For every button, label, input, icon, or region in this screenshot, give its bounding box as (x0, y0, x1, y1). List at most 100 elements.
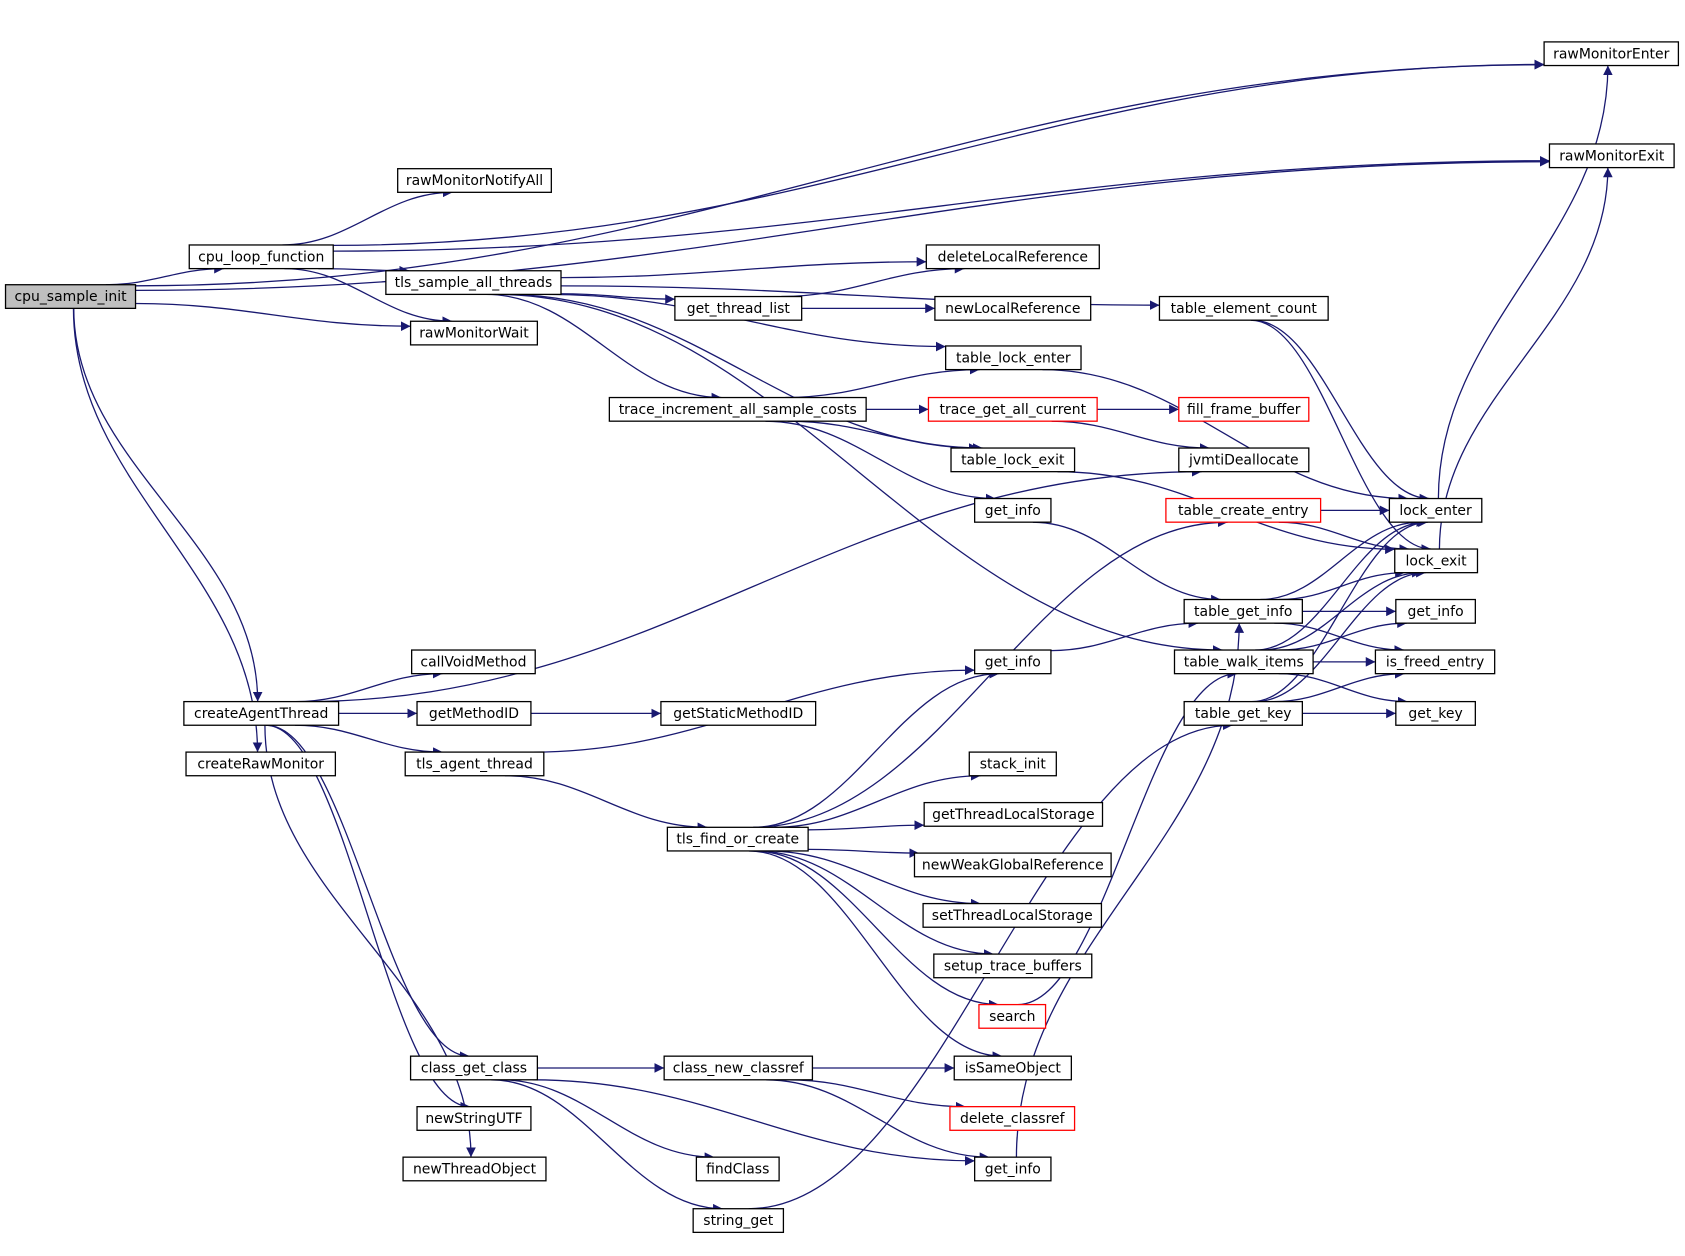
node-trace_increment_all_sample_costs[interactable]: trace_increment_all_sample_costs (608, 396, 867, 422)
node-cpu_sample_init[interactable]: cpu_sample_init (4, 284, 137, 310)
node-box[interactable] (1158, 295, 1329, 321)
node-rawMonitorWait[interactable]: rawMonitorWait (409, 320, 539, 346)
node-box[interactable] (692, 1208, 785, 1234)
node-fill_frame_buffer[interactable]: fill_frame_buffer (1178, 396, 1310, 422)
node-box[interactable] (411, 649, 536, 675)
node-box[interactable] (978, 1003, 1047, 1029)
node-stack_init[interactable]: stack_init (968, 751, 1057, 777)
node-box[interactable] (1543, 41, 1680, 67)
node-box[interactable] (1374, 649, 1496, 675)
node-newStringUTF[interactable]: newStringUTF (416, 1106, 532, 1131)
node-get_info_2[interactable]: get_info (974, 649, 1052, 675)
node-box[interactable] (925, 244, 1100, 270)
node-box[interactable] (934, 295, 1092, 321)
node-getMethodID[interactable]: getMethodID (416, 700, 532, 726)
node-rawMonitorNotifyAll[interactable]: rawMonitorNotifyAll (397, 168, 552, 193)
node-trace_get_all_current[interactable]: trace_get_all_current (927, 396, 1098, 422)
node-getStaticMethodID[interactable]: getStaticMethodID (660, 700, 817, 726)
node-box[interactable] (1178, 447, 1310, 473)
node-table_lock_exit[interactable]: table_lock_exit (950, 447, 1076, 473)
node-setThreadLocalStorage[interactable]: setThreadLocalStorage (922, 902, 1103, 928)
node-box[interactable] (922, 902, 1103, 928)
node-class_new_classref[interactable]: class_new_classref (663, 1055, 814, 1081)
node-box[interactable] (385, 270, 562, 296)
node-table_get_key[interactable]: table_get_key (1183, 700, 1303, 726)
node-tls_sample_all_threads[interactable]: tls_sample_all_threads (385, 270, 562, 296)
node-createAgentThread[interactable]: createAgentThread (183, 700, 340, 726)
node-get_thread_list[interactable]: get_thread_list (674, 295, 803, 321)
node-box[interactable] (944, 345, 1082, 371)
node-box[interactable] (1395, 700, 1476, 726)
node-deleteLocalReference[interactable]: deleteLocalReference (925, 244, 1100, 270)
node-lock_enter[interactable]: lock_enter (1388, 497, 1483, 523)
node-box[interactable] (953, 1055, 1072, 1081)
node-newLocalReference[interactable]: newLocalReference (934, 295, 1092, 321)
node-box[interactable] (409, 1055, 539, 1081)
node-search[interactable]: search (978, 1003, 1047, 1029)
node-box[interactable] (1183, 598, 1303, 624)
node-box[interactable] (695, 1156, 780, 1182)
node-box[interactable] (188, 244, 334, 270)
node-box[interactable] (1548, 143, 1675, 169)
node-table_element_count[interactable]: table_element_count (1158, 295, 1329, 321)
node-box[interactable] (1395, 598, 1476, 624)
node-lock_exit[interactable]: lock_exit (1394, 548, 1479, 574)
node-box[interactable] (913, 852, 1112, 878)
node-box[interactable] (185, 751, 337, 777)
node-box[interactable] (974, 497, 1052, 523)
node-box[interactable] (927, 396, 1098, 422)
node-rawMonitorExit[interactable]: rawMonitorExit (1548, 143, 1675, 169)
node-callVoidMethod[interactable]: callVoidMethod (411, 649, 536, 675)
node-box[interactable] (968, 751, 1057, 777)
node-tls_agent_thread[interactable]: tls_agent_thread (404, 751, 545, 777)
node-box[interactable] (663, 1055, 814, 1081)
node-box[interactable] (1173, 649, 1314, 675)
node-rawMonitorEnter[interactable]: rawMonitorEnter (1543, 41, 1680, 67)
node-tls_find_or_create[interactable]: tls_find_or_create (666, 826, 809, 852)
node-box[interactable] (183, 700, 340, 726)
node-string_get[interactable]: string_get (692, 1208, 785, 1234)
node-box[interactable] (1388, 497, 1483, 523)
node-delete_classref[interactable]: delete_classref (949, 1106, 1076, 1131)
node-get_info_1[interactable]: get_info (974, 497, 1052, 523)
node-box[interactable] (1178, 396, 1310, 422)
node-getThreadLocalStorage[interactable]: getThreadLocalStorage (923, 801, 1104, 827)
node-isSameObject[interactable]: isSameObject (953, 1055, 1072, 1081)
node-box[interactable] (674, 295, 803, 321)
node-box[interactable] (1165, 497, 1322, 523)
node-get_info_r[interactable]: get_info (1395, 598, 1476, 624)
node-box[interactable] (1394, 548, 1479, 574)
node-box[interactable] (608, 396, 867, 422)
node-box[interactable] (660, 700, 817, 726)
node-is_freed_entry[interactable]: is_freed_entry (1374, 649, 1496, 675)
node-box[interactable] (404, 751, 545, 777)
node-box[interactable] (666, 826, 809, 852)
node-table_get_info[interactable]: table_get_info (1183, 598, 1303, 624)
node-table_lock_enter[interactable]: table_lock_enter (944, 345, 1082, 371)
node-get_key[interactable]: get_key (1395, 700, 1476, 726)
node-box[interactable] (416, 1106, 532, 1131)
node-box[interactable] (402, 1156, 547, 1182)
node-box[interactable] (974, 1156, 1052, 1182)
node-box[interactable] (949, 1106, 1076, 1131)
node-newWeakGlobalReference[interactable]: newWeakGlobalReference (913, 852, 1112, 878)
node-box[interactable] (950, 447, 1076, 473)
node-box[interactable] (1183, 700, 1303, 726)
node-newThreadObject[interactable]: newThreadObject (402, 1156, 547, 1182)
node-cpu_loop_function[interactable]: cpu_loop_function (188, 244, 334, 270)
node-table_create_entry[interactable]: table_create_entry (1165, 497, 1322, 523)
node-createRawMonitor[interactable]: createRawMonitor (185, 751, 337, 777)
node-box[interactable] (409, 320, 539, 346)
node-box[interactable] (416, 700, 532, 726)
node-setup_trace_buffers[interactable]: setup_trace_buffers (933, 953, 1093, 979)
node-box[interactable] (923, 801, 1104, 827)
node-box[interactable] (933, 953, 1093, 979)
node-box[interactable] (397, 168, 552, 193)
node-jvmtiDeallocate[interactable]: jvmtiDeallocate (1178, 447, 1310, 473)
node-box[interactable] (4, 284, 137, 310)
node-findClass[interactable]: findClass (695, 1156, 780, 1182)
node-class_get_class[interactable]: class_get_class (409, 1055, 539, 1081)
node-box[interactable] (974, 649, 1052, 675)
node-get_info_3[interactable]: get_info (974, 1156, 1052, 1182)
node-table_walk_items[interactable]: table_walk_items (1173, 649, 1314, 675)
